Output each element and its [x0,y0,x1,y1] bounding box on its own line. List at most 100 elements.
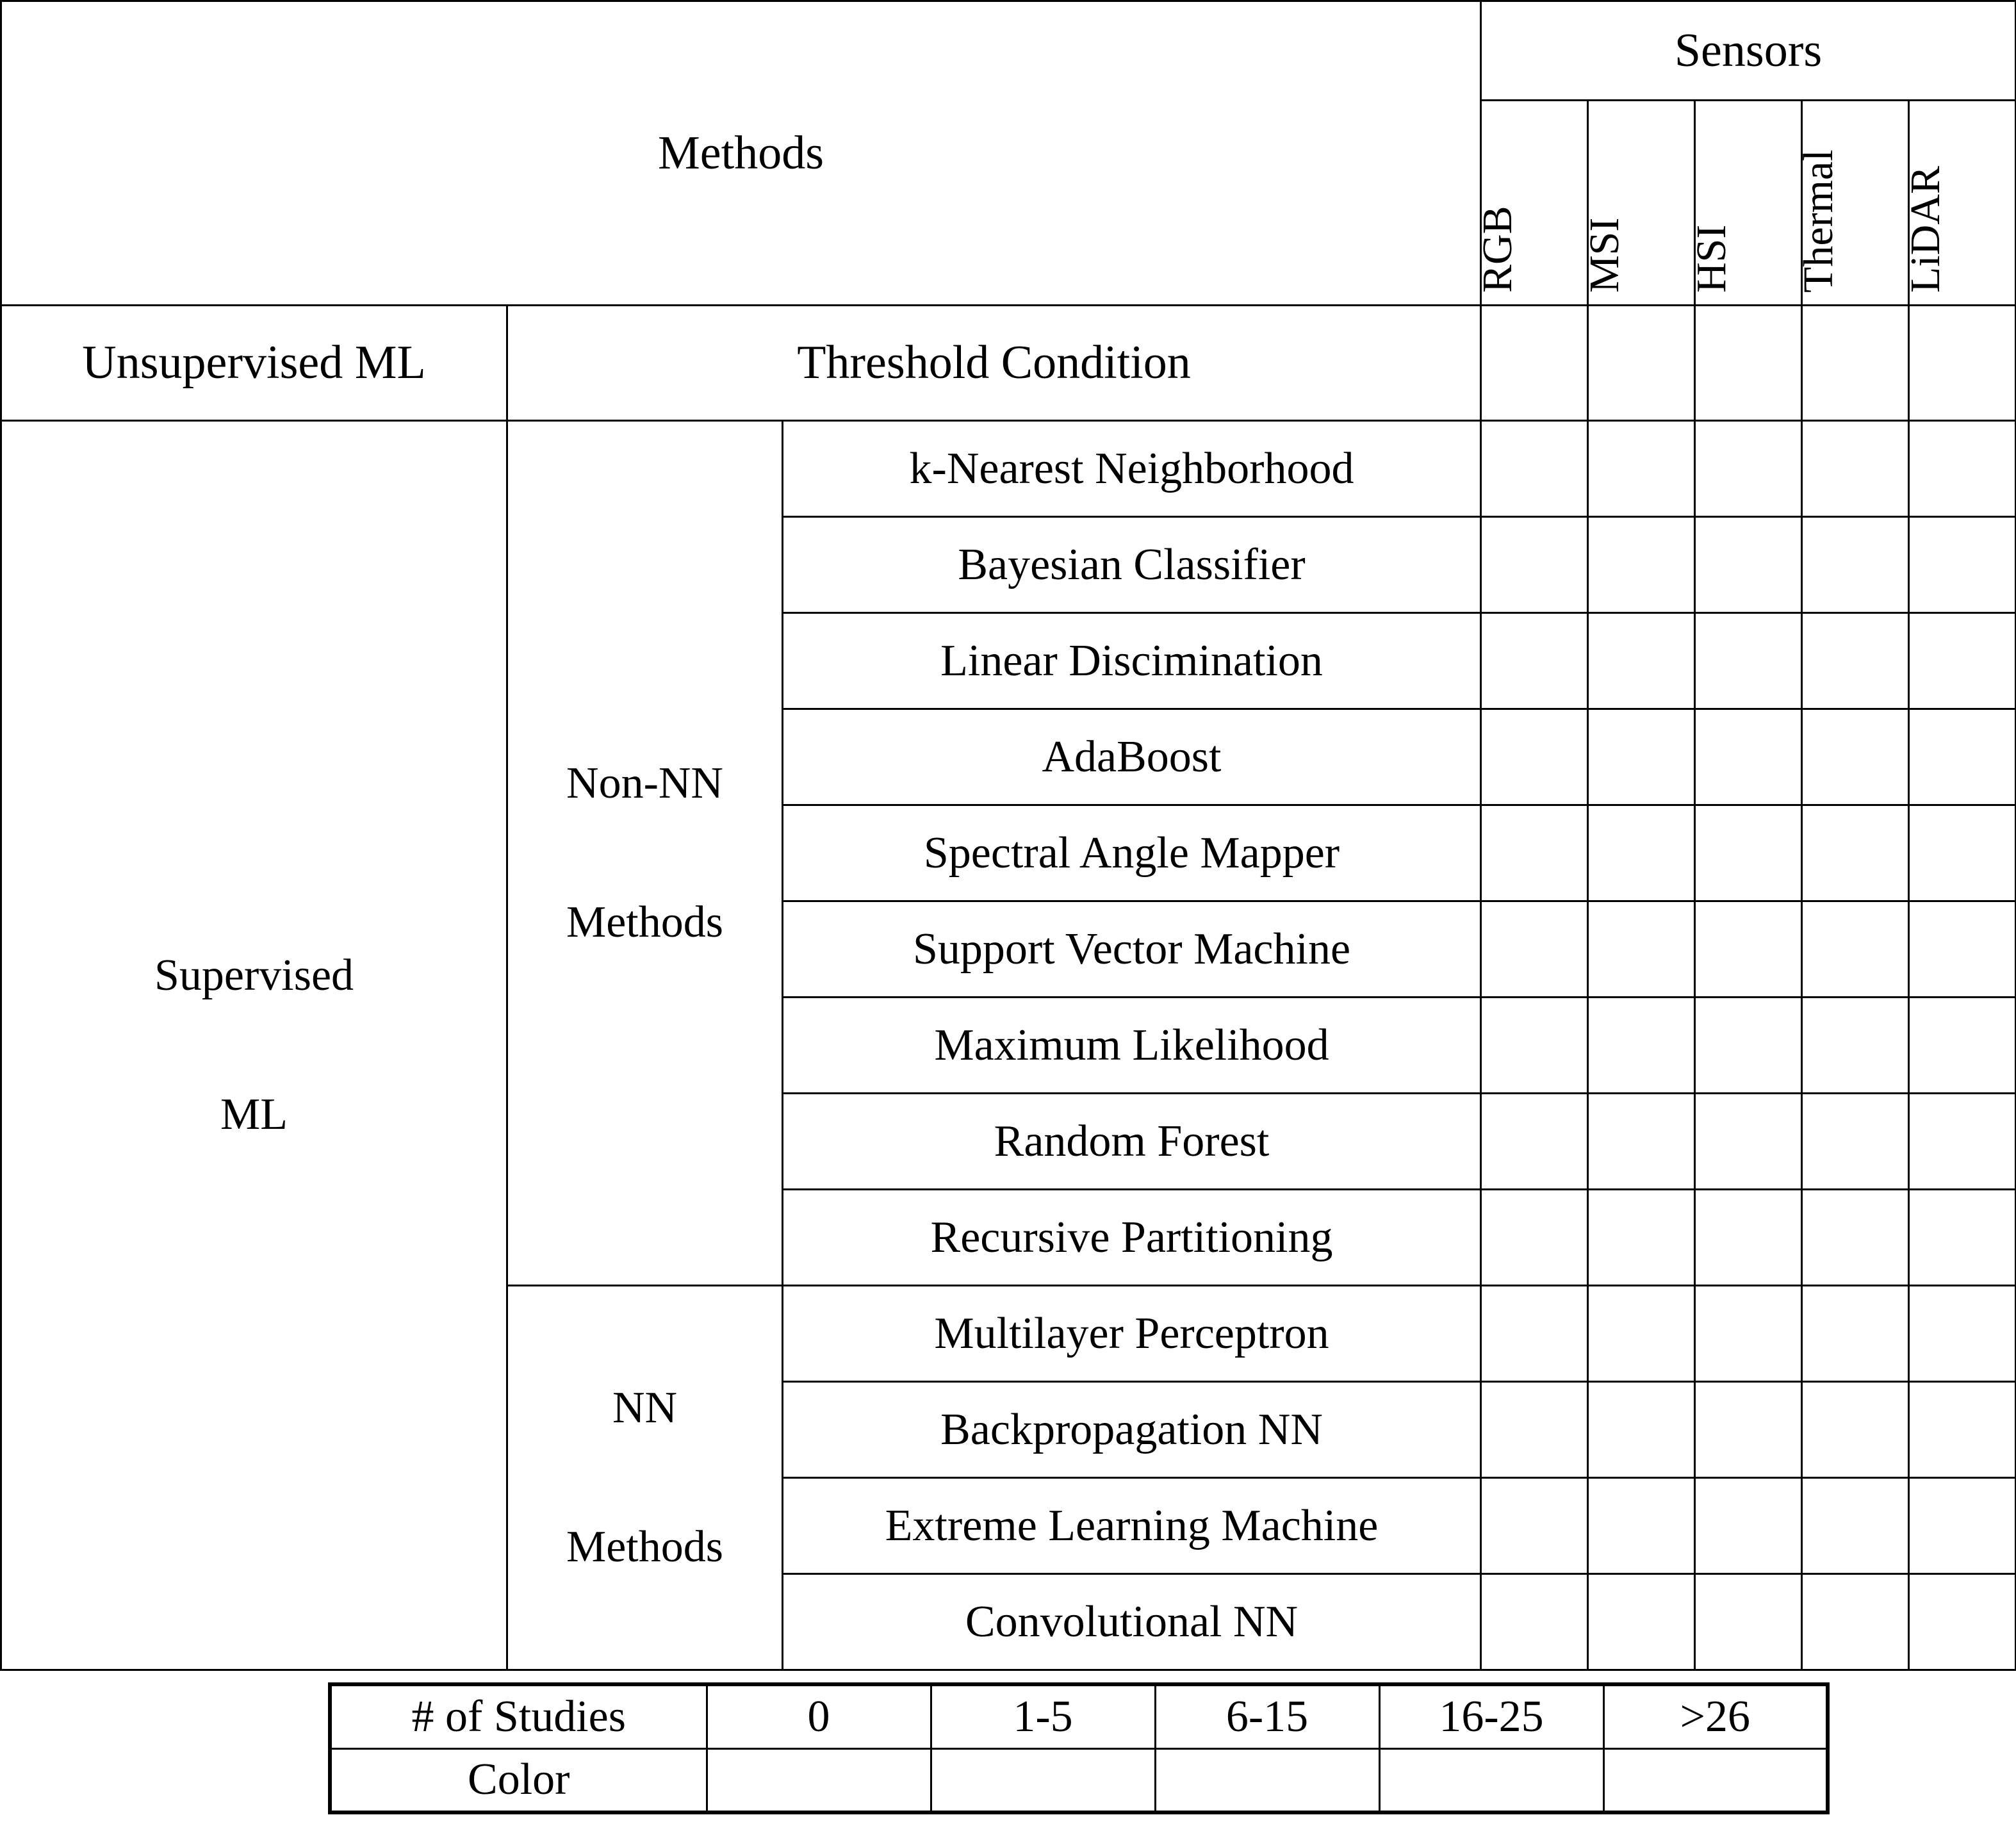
cell-knn-msi [1587,420,1696,518]
legend-label-color: Color [329,1747,708,1814]
cell-svm-hsi [1694,900,1803,998]
table-row: Support Vector Machine [1,900,2016,998]
cell-bpnn-rgb [1480,1381,1589,1479]
legend-label-studies: # of Studies [329,1683,708,1750]
legend-bin-3: 16-25 [1378,1683,1605,1750]
cell-mlp-thermal [1801,1285,1910,1383]
legend-swatch-3 [1378,1747,1605,1814]
cell-bpnn-lidar [1908,1381,2016,1479]
cell-svm-msi [1587,900,1696,998]
table-row: Random Forest [1,1092,2016,1190]
cell-threshold-rgb [1480,304,1589,422]
cell-sam-msi [1587,804,1696,902]
cell-adaboost-hsi [1694,708,1803,806]
header-methods: Methods [0,0,1482,306]
table-row: NN Methods Multilayer Perceptron [1,1285,2016,1671]
group-non-nn-line1: Non-NN [566,758,723,808]
cell-bayes-hsi [1694,516,1803,614]
cell-cnn-hsi [1694,1573,1803,1671]
legend-bin-4: >26 [1602,1683,1829,1750]
legend-swatch-0 [705,1747,932,1814]
row-label-maximum-likelihood: Maximum Likelihood [781,996,1482,1094]
cell-adaboost-msi [1587,708,1696,806]
legend-container: # of Studies 0 1-5 6-15 16-25 >26 Color [0,1671,2016,1814]
cell-cnn-lidar [1908,1573,2016,1671]
cell-bpnn-hsi [1694,1381,1803,1479]
cell-rf-lidar [1908,1092,2016,1190]
cell-bpnn-thermal [1801,1381,1910,1479]
cell-lineardisc-hsi [1694,612,1803,710]
cell-threshold-thermal [1801,304,1910,422]
cell-rpart-rgb [1480,1188,1589,1286]
cell-svm-thermal [1801,900,1910,998]
legend-swatch-2 [1154,1747,1381,1814]
cell-mlc-hsi [1694,996,1803,1094]
cell-threshold-lidar [1908,304,2016,422]
cell-mlc-thermal [1801,996,1910,1094]
cell-sam-lidar [1908,804,2016,902]
cell-knn-rgb [1480,420,1589,518]
cell-bayes-rgb [1480,516,1589,614]
cell-elm-rgb [1480,1477,1589,1575]
cell-cnn-thermal [1801,1573,1910,1671]
cell-lineardisc-thermal [1801,612,1910,710]
group-unsupervised-ml: Unsupervised ML [0,304,508,422]
row-label-spectral-angle-mapper: Spectral Angle Mapper [781,804,1482,902]
cell-adaboost-thermal [1801,708,1910,806]
cell-sam-rgb [1480,804,1589,902]
legend-bin-2: 6-15 [1154,1683,1381,1750]
header-sensors: Sensors [1480,0,2016,101]
cell-rf-rgb [1480,1092,1589,1190]
cell-knn-thermal [1801,420,1910,518]
cell-mlc-lidar [1908,996,2016,1094]
cell-rf-hsi [1694,1092,1803,1190]
cell-elm-msi [1587,1477,1696,1575]
cell-mlp-lidar [1908,1285,2016,1383]
cell-cnn-msi [1587,1573,1696,1671]
table-row: Spectral Angle Mapper [1,804,2016,902]
cell-mlp-msi [1587,1285,1696,1383]
group-nn-line2: Methods [566,1522,723,1572]
legend-swatch-4 [1602,1747,1829,1814]
methods-sensors-matrix: Methods Sensors RGB MSI HSI Thermal LiDA… [0,0,2016,1671]
table-row: Unsupervised ML Threshold Condition [0,304,2016,422]
cell-lineardisc-lidar [1908,612,2016,710]
cell-mlc-rgb [1480,996,1589,1094]
cell-rpart-lidar [1908,1188,2016,1286]
cell-rf-msi [1587,1092,1696,1190]
cell-sam-hsi [1694,804,1803,902]
legend-bin-1: 1-5 [930,1683,1156,1750]
cell-elm-lidar [1908,1477,2016,1575]
group-supervised-ml-line2: ML [220,1089,288,1139]
header-sensor-thermal-label: Thermal [1795,149,1842,293]
row-label-random-forest: Random Forest [781,1092,1482,1190]
row-label-convolutional-nn: Convolutional NN [781,1573,1482,1671]
cell-rpart-hsi [1694,1188,1803,1286]
table-row: Bayesian Classifier [1,516,2016,614]
header-sensor-msi: MSI [1581,99,1696,306]
cell-cnn-rgb [1480,1573,1589,1671]
cell-svm-lidar [1908,900,2016,998]
cell-lineardisc-msi [1587,612,1696,710]
header-sensor-rgb-label: RGB [1474,206,1521,293]
table-row: Convolutional NN [1,1573,2016,1671]
cell-bayes-thermal [1801,516,1910,614]
row-label-linear-discimination: Linear Discimination [781,612,1482,710]
legend-row-studies: # of Studies 0 1-5 6-15 16-25 >26 [329,1683,1829,1750]
cell-svm-rgb [1480,900,1589,998]
cell-mlc-msi [1587,996,1696,1094]
table-row: Recursive Partitioning [1,1188,2016,1286]
cell-rf-thermal [1801,1092,1910,1190]
group-nn-line1: NN [612,1383,678,1433]
table-row: AdaBoost [1,708,2016,806]
cell-threshold-msi [1587,304,1696,422]
cell-lineardisc-rgb [1480,612,1589,710]
row-label-recursive-partitioning: Recursive Partitioning [781,1188,1482,1286]
legend-bin-0: 0 [705,1683,932,1750]
cell-adaboost-lidar [1908,708,2016,806]
row-label-multilayer-perceptron: Multilayer Perceptron [781,1285,1482,1383]
row-label-support-vector-machine: Support Vector Machine [781,900,1482,998]
legend-table: # of Studies 0 1-5 6-15 16-25 >26 Color [328,1682,1830,1814]
cell-threshold-hsi [1694,304,1803,422]
cell-rpart-thermal [1801,1188,1910,1286]
